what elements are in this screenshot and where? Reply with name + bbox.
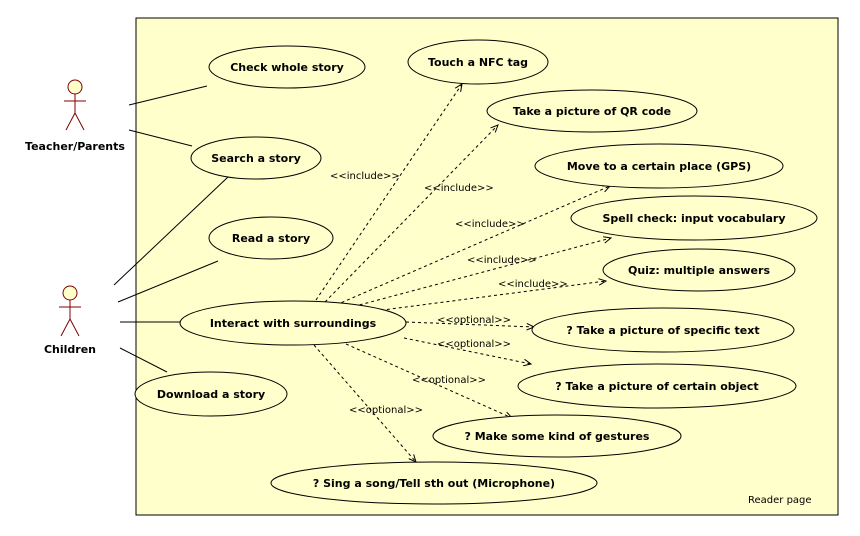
use-case-ellipse[interactable] bbox=[531, 307, 795, 353]
use-case-label: Search a story bbox=[211, 152, 301, 165]
actor-label: Children bbox=[44, 343, 96, 356]
relation-interact-quiz bbox=[374, 280, 607, 312]
relation-stereotype-label: <<include>> bbox=[455, 219, 525, 230]
use-case-ellipse[interactable] bbox=[190, 136, 322, 180]
use-case-label: Read a story bbox=[232, 232, 310, 245]
use-case-label: ? Make some kind of gestures bbox=[465, 430, 650, 443]
actor-children[interactable]: Children bbox=[44, 285, 96, 356]
actor-right-leg bbox=[69, 318, 80, 337]
use-case-text[interactable]: ? Take a picture of specific text bbox=[531, 307, 795, 353]
actor-right-leg bbox=[74, 112, 85, 131]
relation-stereotype-label: <<include>> bbox=[424, 183, 494, 194]
use-case-ellipse[interactable] bbox=[570, 195, 818, 241]
relation-arrowhead bbox=[598, 278, 608, 286]
actor-head bbox=[62, 285, 78, 301]
relation-stereotype-label: <<optional>> bbox=[349, 405, 423, 416]
relation-stereotype-label: <<optional>> bbox=[437, 339, 511, 350]
use-case-ellipse[interactable] bbox=[179, 300, 407, 346]
actor-teacher[interactable]: Teacher/Parents bbox=[25, 79, 125, 153]
use-case-interact[interactable]: Interact with surroundings bbox=[179, 300, 407, 346]
relation-stereotype-label: <<include>> bbox=[330, 171, 400, 182]
system-boundary-label: Reader page bbox=[748, 495, 812, 506]
use-case-ellipse[interactable] bbox=[517, 363, 797, 409]
association-children-read bbox=[117, 260, 219, 303]
relation-stereotype-label: <<include>> bbox=[467, 255, 537, 266]
use-case-ellipse[interactable] bbox=[208, 216, 334, 260]
use-case-label: ? Take a picture of specific text bbox=[566, 324, 759, 337]
use-case-spell[interactable]: Spell check: input vocabulary bbox=[570, 195, 818, 241]
use-case-label: Download a story bbox=[157, 388, 265, 401]
relation-arrowhead bbox=[454, 82, 463, 92]
use-case-label: Spell check: input vocabulary bbox=[602, 212, 785, 225]
use-case-ellipse[interactable] bbox=[134, 371, 288, 417]
association-teacher-check bbox=[128, 85, 208, 106]
use-case-qr[interactable]: Take a picture of QR code bbox=[486, 89, 698, 133]
use-case-gesture[interactable]: ? Make some kind of gestures bbox=[432, 414, 682, 458]
relation-interact-sing bbox=[313, 344, 417, 463]
use-case-label: Quiz: multiple answers bbox=[628, 264, 770, 277]
relation-interact-gesture bbox=[345, 343, 513, 419]
use-case-label: Move to a certain place (GPS) bbox=[567, 160, 751, 173]
actor-left-leg bbox=[65, 112, 76, 131]
association-teacher-search bbox=[128, 129, 193, 147]
use-case-label: Touch a NFC tag bbox=[428, 56, 528, 69]
use-case-ellipse[interactable] bbox=[270, 461, 598, 505]
relation-arrowhead bbox=[490, 124, 499, 133]
relation-interact-object bbox=[403, 337, 532, 365]
relation-stereotype-label: <<optional>> bbox=[412, 375, 486, 386]
use-case-read[interactable]: Read a story bbox=[208, 216, 334, 260]
relation-arrowhead bbox=[603, 236, 613, 244]
use-case-check[interactable]: Check whole story bbox=[208, 45, 366, 89]
use-case-label: ? Sing a song/Tell sth out (Microphone) bbox=[313, 477, 555, 490]
association-children-search bbox=[113, 176, 229, 286]
use-case-ellipse[interactable] bbox=[486, 89, 698, 133]
association-children-download bbox=[119, 347, 168, 373]
relation-stereotype-label: <<optional>> bbox=[437, 315, 511, 326]
use-case-label: Check whole story bbox=[230, 61, 344, 74]
actor-head bbox=[67, 79, 83, 95]
relation-interact-qr bbox=[324, 124, 499, 303]
use-case-label: ? Take a picture of certain object bbox=[555, 380, 758, 393]
use-case-download[interactable]: Download a story bbox=[134, 371, 288, 417]
use-case-ellipse[interactable] bbox=[208, 45, 366, 89]
use-case-label: Interact with surroundings bbox=[210, 317, 377, 330]
actor-left-leg bbox=[60, 318, 71, 337]
use-case-ellipse[interactable] bbox=[602, 248, 796, 292]
use-case-ellipse[interactable] bbox=[432, 414, 682, 458]
relation-interact-nfc bbox=[315, 83, 463, 301]
use-case-object[interactable]: ? Take a picture of certain object bbox=[517, 363, 797, 409]
use-case-sing[interactable]: ? Sing a song/Tell sth out (Microphone) bbox=[270, 461, 598, 505]
relation-interact-gps bbox=[335, 185, 611, 306]
actor-label: Teacher/Parents bbox=[25, 140, 125, 153]
use-case-gps[interactable]: Move to a certain place (GPS) bbox=[534, 143, 784, 189]
use-case-ellipse[interactable] bbox=[534, 143, 784, 189]
relation-arrowhead bbox=[523, 358, 533, 367]
use-case-label: Take a picture of QR code bbox=[513, 105, 671, 118]
use-case-nfc[interactable]: Touch a NFC tag bbox=[407, 39, 549, 85]
use-case-search[interactable]: Search a story bbox=[190, 136, 322, 180]
use-case-quiz[interactable]: Quiz: multiple answers bbox=[602, 248, 796, 292]
relation-stereotype-label: <<include>> bbox=[498, 279, 568, 290]
use-case-ellipse[interactable] bbox=[407, 39, 549, 85]
